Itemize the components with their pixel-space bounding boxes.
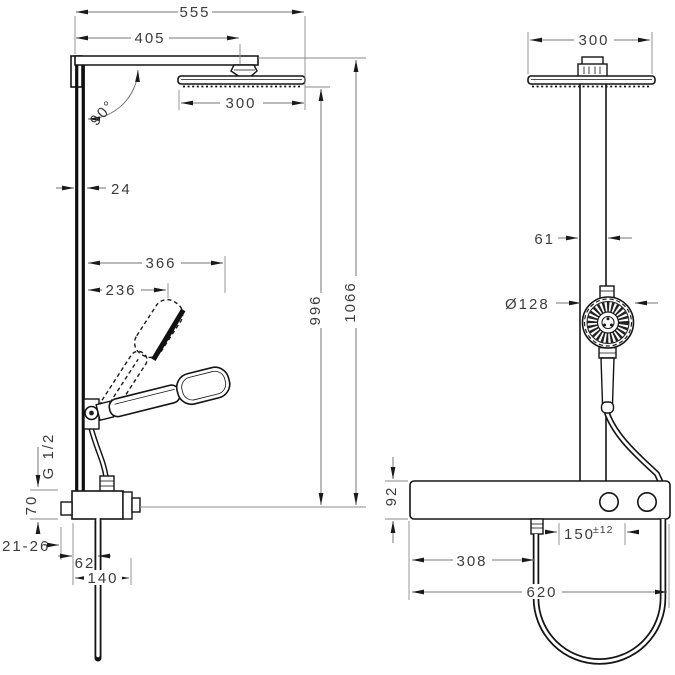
hand-shower-handle-front [598, 343, 617, 414]
dim-2126-label: 21-26 [2, 538, 50, 555]
thermostat-shelf [409, 480, 671, 520]
dim-555-label: 555 [179, 4, 210, 21]
front-view-dimensions: 300 61 Ø128 92 150 ±12 308 [383, 32, 670, 608]
dim-150-label: 150 [564, 526, 595, 543]
dim-1066-label: 1066 [342, 281, 359, 322]
dim-620-label: 620 [526, 584, 557, 601]
dim-150-tolerance-label: ±12 [593, 524, 613, 536]
spray-nozzle-ring [587, 302, 629, 343]
shower-arm-side [74, 55, 259, 66]
dim-g12-label: G 1/2 [40, 433, 57, 480]
shower-pipe-side [75, 65, 85, 491]
hose-nut [99, 475, 115, 493]
dim-405-label: 405 [134, 30, 165, 47]
angle-arc [87, 69, 140, 122]
shower-edge-shade [151, 308, 186, 361]
hand-shower-face-front [581, 296, 635, 349]
hose-upper-side [88, 427, 109, 478]
dim-62-label: 62 [75, 555, 96, 572]
shelf-knob-left [598, 491, 619, 512]
wall-supply-connector [60, 501, 73, 516]
thermostat-valve-side [60, 490, 141, 520]
hose-loop-front [532, 519, 667, 665]
valve-handle [122, 491, 133, 520]
front-view: 300 61 Ø128 92 150 ±12 308 [383, 32, 671, 665]
side-view: 90° [2, 4, 366, 662]
dim-dia128-label: Ø128 [505, 296, 550, 313]
side-view-dimensions: 555 405 300 24 366 236 996 [2, 4, 366, 587]
dim-300-front-label: 300 [578, 32, 609, 49]
hose-outlet-connector [530, 518, 544, 535]
dim-300-side-label: 300 [225, 95, 256, 112]
hose-upper-front [603, 409, 664, 485]
overhead-shower-side [177, 75, 306, 88]
hand-shower-dashed-position [100, 298, 186, 414]
dim-92-label: 92 [383, 486, 400, 507]
angle-label: 90° [87, 97, 119, 130]
shower-pipe-front [579, 84, 607, 481]
hand-shower-holder [83, 398, 100, 430]
dim-24-label: 24 [111, 181, 132, 198]
rim-segments [583, 298, 633, 347]
hand-shower-top-nut [599, 285, 615, 300]
dim-70-label: 70 [23, 495, 40, 516]
dim-996-label: 996 [307, 294, 324, 325]
shelf-knob-right [636, 491, 657, 512]
hand-shower-solid-position [95, 366, 231, 422]
overhead-shower-front [527, 56, 656, 88]
dim-308-label: 308 [456, 553, 487, 570]
dim-366-label: 366 [145, 255, 176, 272]
dim-236-label: 236 [105, 282, 136, 299]
dim-61-label: 61 [534, 231, 555, 248]
dim-140-label: 140 [87, 570, 118, 587]
